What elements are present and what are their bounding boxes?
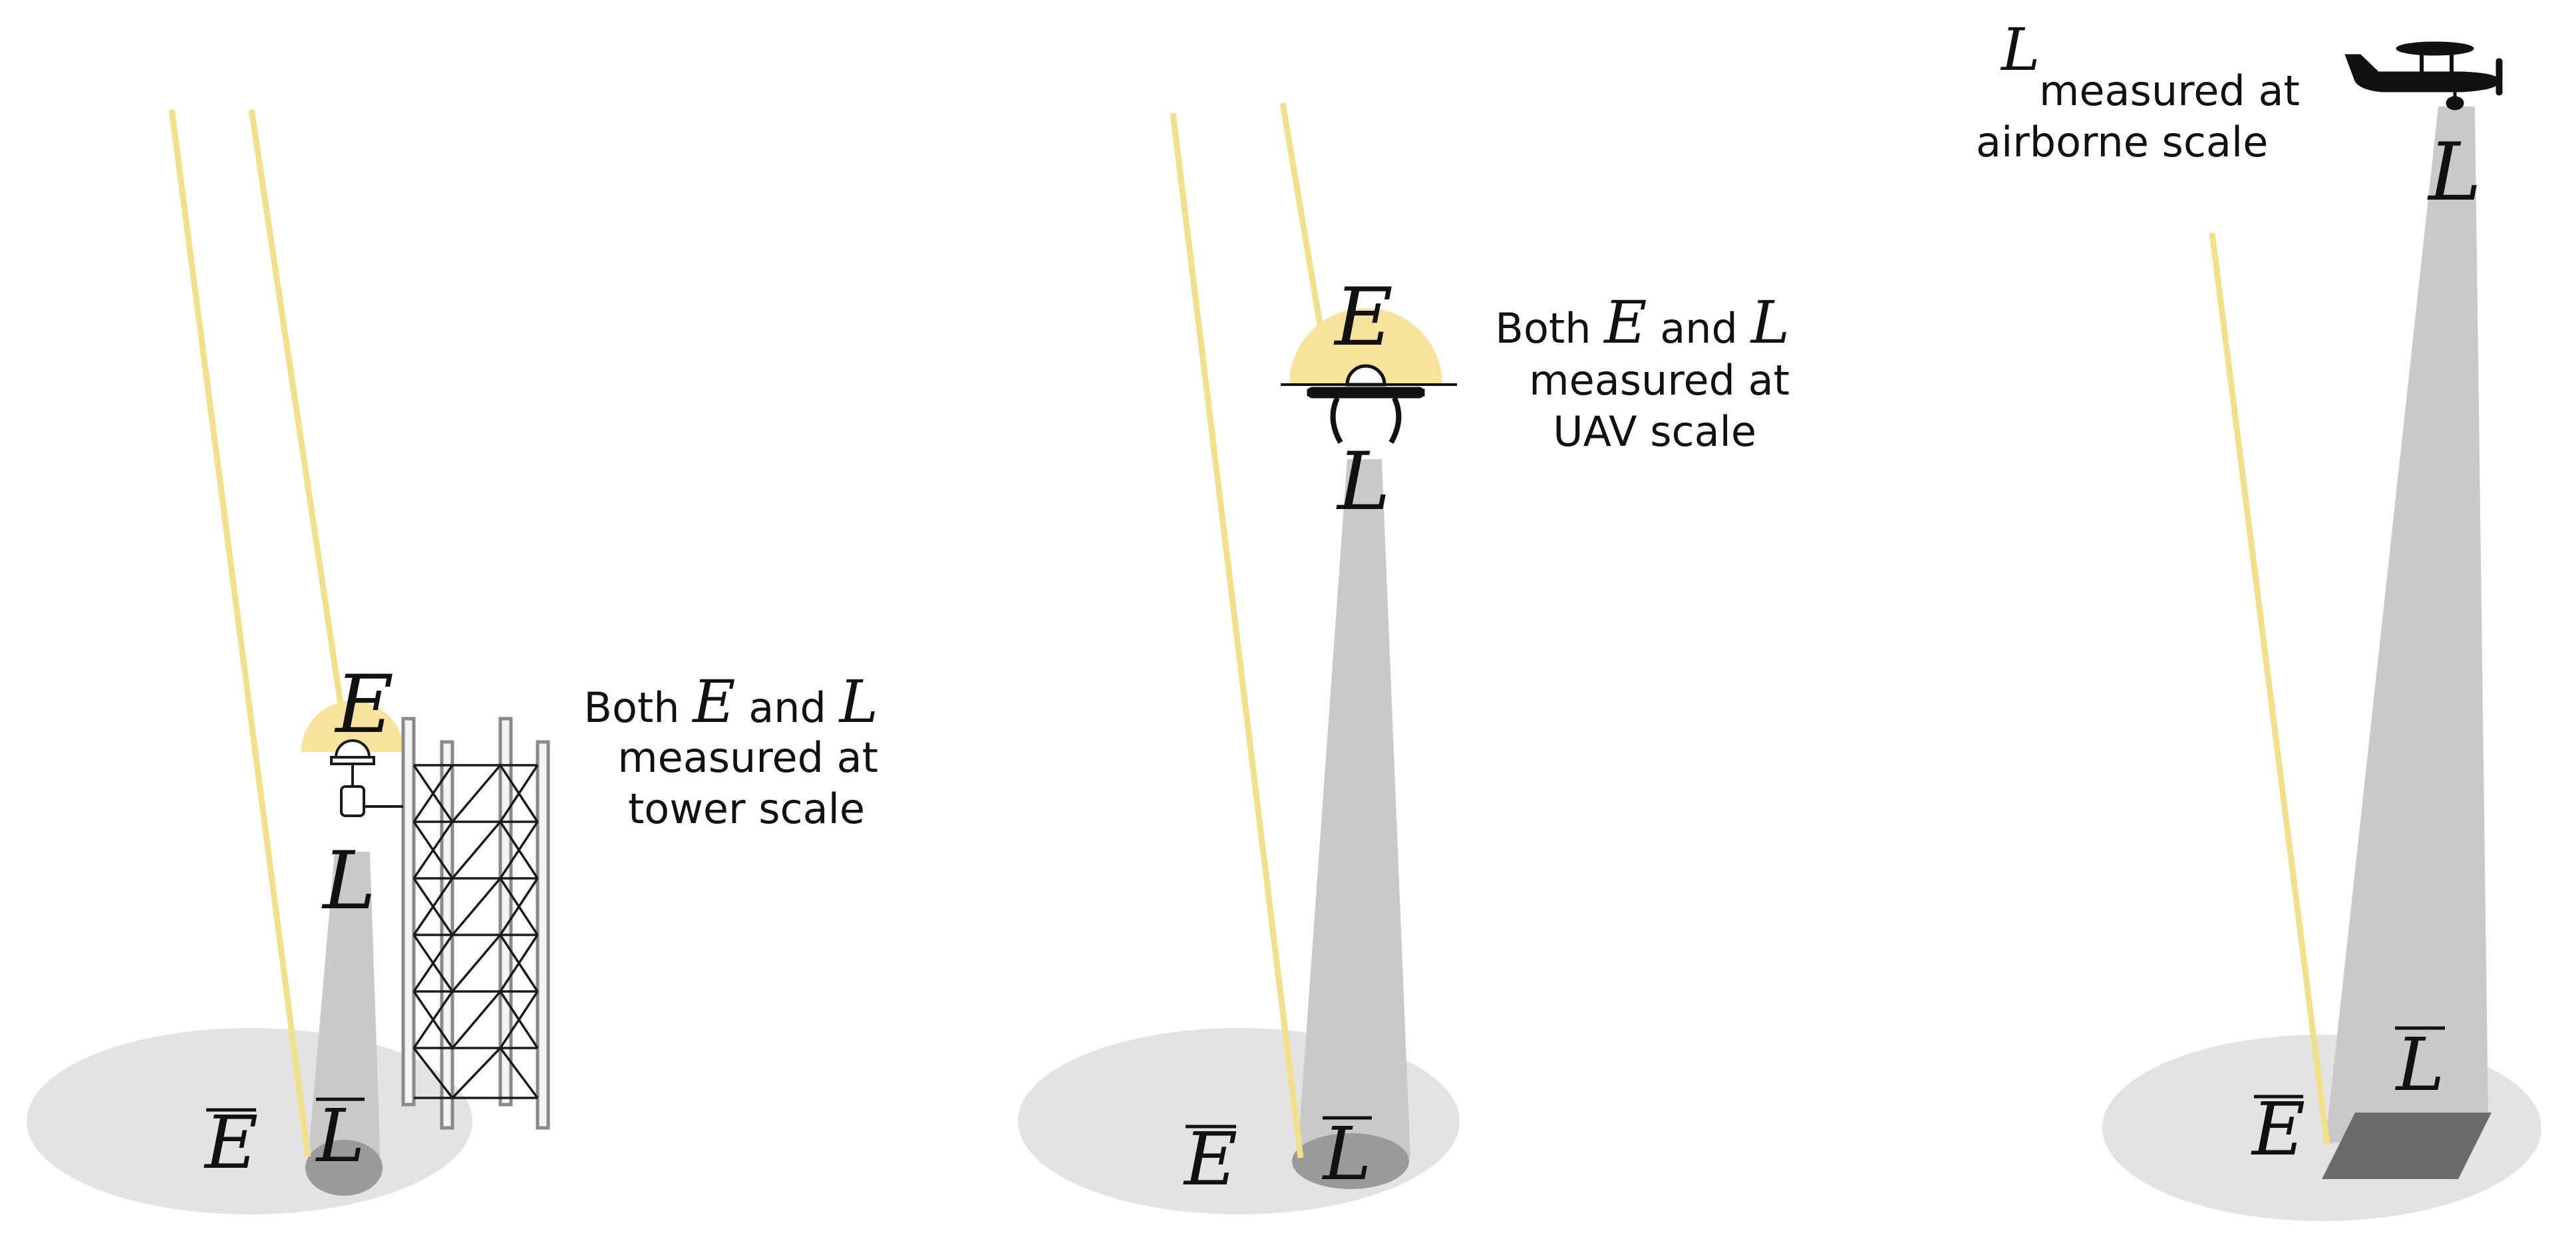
svg-text:Both E and L: Both E and L: [1495, 288, 1790, 357]
caption-tower-line2: measured at: [617, 733, 878, 782]
caption-uav-e: E: [1603, 288, 1647, 357]
ground-irradiance-symbol-uav: E: [1183, 1117, 1237, 1202]
svg-text:Both E and L: Both E and L: [583, 667, 878, 736]
caption-uav: Both E and L measured at UAV scale: [1495, 288, 1790, 456]
ground-radiance-symbol-airborne: L: [2394, 1022, 2444, 1107]
radiance-symbol-uav: L: [1336, 436, 1390, 528]
caption-tower-e: E: [691, 667, 735, 736]
footprint-airborne: [2322, 1113, 2492, 1179]
airplane-icon: [2344, 41, 2503, 110]
panel-uav: E L E L Both E and L measured at UAV sca…: [1018, 102, 1790, 1214]
radiance-symbol-tower: L: [321, 835, 376, 928]
panel-airborne: L E L L measured at airborne scale: [1976, 15, 2541, 1221]
panel-tower: E L E L Both E and L measured at tower s…: [27, 109, 878, 1214]
ground-irradiance-symbol-tower: E: [204, 1100, 258, 1185]
lattice-braces: [412, 763, 539, 1100]
caption-uav-prefix: Both: [1495, 304, 1591, 353]
tower-sensors: [330, 739, 403, 817]
footprint-tower: [305, 1140, 383, 1196]
irradiance-dome-uav: [1289, 308, 1442, 385]
caption-airborne-line2: airborne scale: [1976, 118, 2268, 166]
footprint-uav: [1292, 1133, 1409, 1189]
caption-uav-line2: measured at: [1529, 356, 1790, 405]
irradiance-symbol-tower: E: [334, 659, 394, 751]
caption-uav-line3: UAV scale: [1553, 407, 1756, 456]
caption-airborne-l: L: [2000, 15, 2040, 84]
radiance-beam-tower: [307, 852, 381, 1166]
ground-irradiance-symbol-airborne: E: [2251, 1087, 2305, 1172]
sun-ray-uav-2: [1279, 102, 1329, 360]
sun-ray-tower-2: [248, 109, 344, 705]
radiance-symbol-airborne: L: [2427, 126, 2482, 219]
caption-tower: Both E and L measured at tower scale: [583, 667, 878, 833]
sun-ray-airborne: [2209, 232, 2331, 1145]
irradiance-symbol-uav: E: [1333, 271, 1393, 364]
caption-tower-and: and: [748, 683, 826, 732]
ground-radiance-symbol-tower: L: [315, 1093, 365, 1178]
caption-tower-prefix: Both: [583, 683, 679, 732]
irradiance-dome-tower: [301, 701, 404, 752]
caption-uav-l: L: [1750, 288, 1790, 357]
caption-tower-line3: tower scale: [628, 785, 865, 833]
radiance-beam-airborne: [2325, 106, 2488, 1145]
caption-tower-l: L: [838, 667, 878, 736]
sun-ray-uav-1: [1170, 112, 1304, 1158]
caption-airborne: L measured at airborne scale: [1976, 15, 2300, 166]
drone-icon: [1281, 364, 1457, 444]
sun-ray-tower-1: [168, 109, 311, 1157]
radiance-beam-uav: [1297, 459, 1410, 1158]
caption-airborne-line1: measured at: [2039, 67, 2300, 115]
ground-radiance-symbol-uav: L: [1321, 1111, 1371, 1196]
caption-uav-and: and: [1660, 304, 1738, 353]
